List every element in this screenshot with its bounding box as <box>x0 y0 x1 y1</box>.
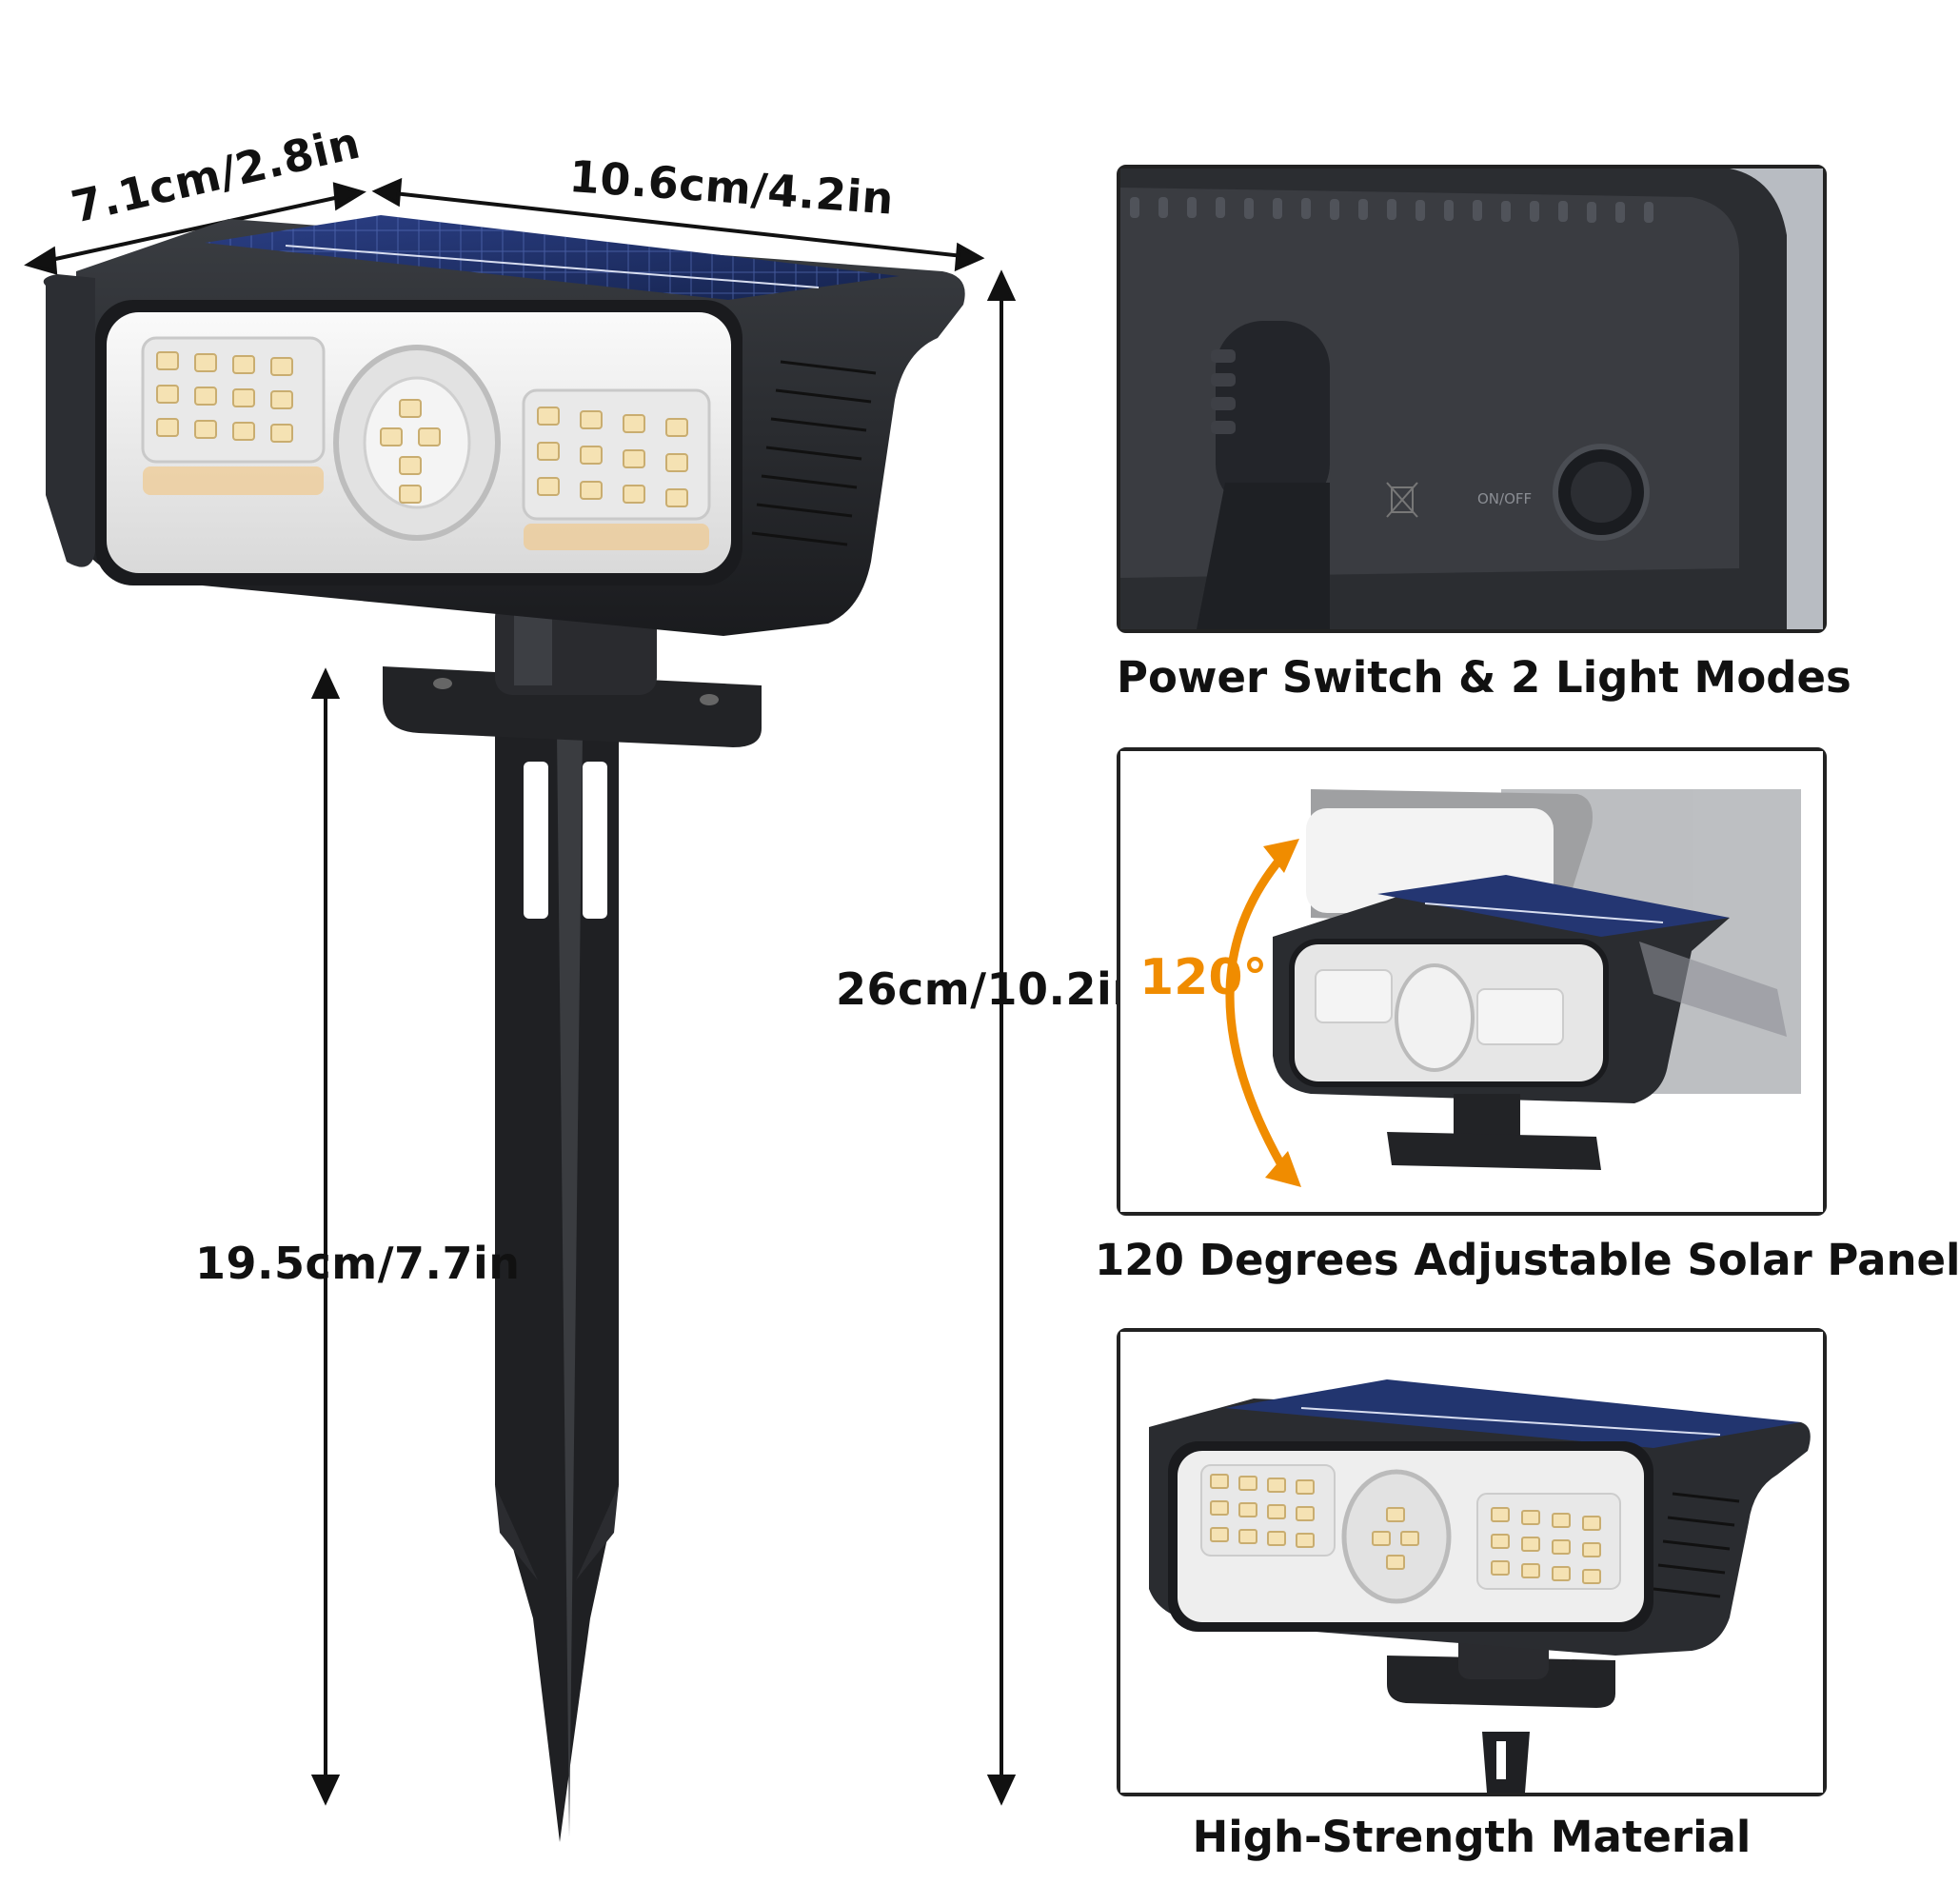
light-head <box>43 215 965 636</box>
arc-arrowhead-bottom-icon <box>1265 1151 1301 1187</box>
power-switch-closeup: ON/OFF <box>1120 169 1823 629</box>
adjustable-panel-panel: 120° <box>1117 747 1827 1216</box>
material-panel <box>1117 1328 1827 1796</box>
adjustable-solar-panel-illustration: 120° <box>1120 751 1823 1212</box>
arc-arrowhead-top-icon <box>1263 839 1299 873</box>
disposal-symbol-icon <box>1386 482 1418 518</box>
ground-stake <box>495 733 619 1842</box>
power-switch-caption: Power Switch & 2 Light Modes <box>1117 652 1851 703</box>
material-caption: High-Strength Material <box>1192 1812 1752 1862</box>
high-strength-light-illustration <box>1120 1332 1823 1793</box>
total-height-dimension-label: 26cm/10.2in <box>836 963 1144 1015</box>
adjustable-panel-caption: 120 Degrees Adjustable Solar Panel <box>1095 1235 1960 1285</box>
switch-label: ON/OFF <box>1477 490 1532 507</box>
angle-label: 120° <box>1139 949 1268 1006</box>
dimension-arrows <box>24 177 1017 1806</box>
main-product-illustration <box>24 177 1017 1842</box>
rotation-arc <box>1225 848 1291 1178</box>
stake-height-dimension-label: 19.5cm/7.7in <box>195 1238 521 1289</box>
power-switch-panel: ON/OFF <box>1117 165 1827 633</box>
